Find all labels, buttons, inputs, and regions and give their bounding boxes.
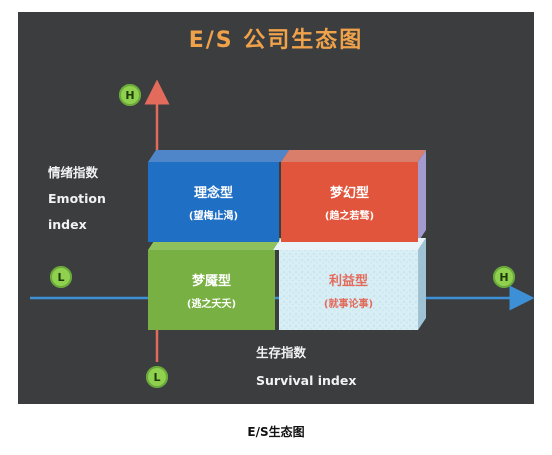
quadrant-bottom-left-name: 梦魇型 <box>191 274 231 289</box>
block-side-face-bottom <box>418 238 426 330</box>
x-axis-low-badge: L <box>50 266 72 288</box>
block-top-face-right <box>281 150 426 162</box>
quadrant-top-left-sub: (望梅止渴) <box>188 211 239 222</box>
block-top-face-left <box>148 150 289 162</box>
quadrant-bottom-right-name: 利益型 <box>328 274 368 289</box>
y-axis-label-line-3: index <box>48 217 87 232</box>
x-axis-label-line-1: 生存指数 <box>256 345 307 360</box>
y-axis-high-badge: H <box>119 84 141 106</box>
quadrant-top-right: 梦幻型 (趋之若骛) <box>281 162 418 242</box>
x-axis-label-line-2: Survival index <box>256 373 357 388</box>
quadrant-top-right-sub: (趋之若骛) <box>324 211 375 222</box>
quadrant-top-right-name: 梦幻型 <box>329 186 369 201</box>
quadrant-bottom-right-sub: (就事论事) <box>323 299 374 310</box>
y-axis-label-line-1: 情绪指数 <box>48 165 99 180</box>
bottom-right-texture <box>279 250 418 330</box>
quadrant-bottom-right: 利益型 (就事论事) <box>279 250 418 330</box>
x-axis-high-badge: H <box>493 266 515 288</box>
quadrant-top-left-name: 理念型 <box>193 186 233 201</box>
y-axis-low-badge: L <box>146 366 168 388</box>
quadrant-bottom-left-sub: (逃之夭夭) <box>186 299 237 310</box>
block-side-face-top <box>418 150 426 242</box>
figure-caption: E/S生态图 <box>247 425 305 439</box>
quadrant-top-left: 理念型 (望梅止渴) <box>148 162 279 242</box>
diagram-title: E/S 公司生态图 <box>188 28 364 53</box>
quadrant-bottom-left: 梦魇型 (逃之夭夭) <box>148 250 275 330</box>
x-axis-label: 生存指数 Survival index <box>256 339 356 395</box>
y-axis-label: 情绪指数 Emotion index <box>48 160 106 238</box>
y-axis-label-line-2: Emotion <box>48 191 106 206</box>
